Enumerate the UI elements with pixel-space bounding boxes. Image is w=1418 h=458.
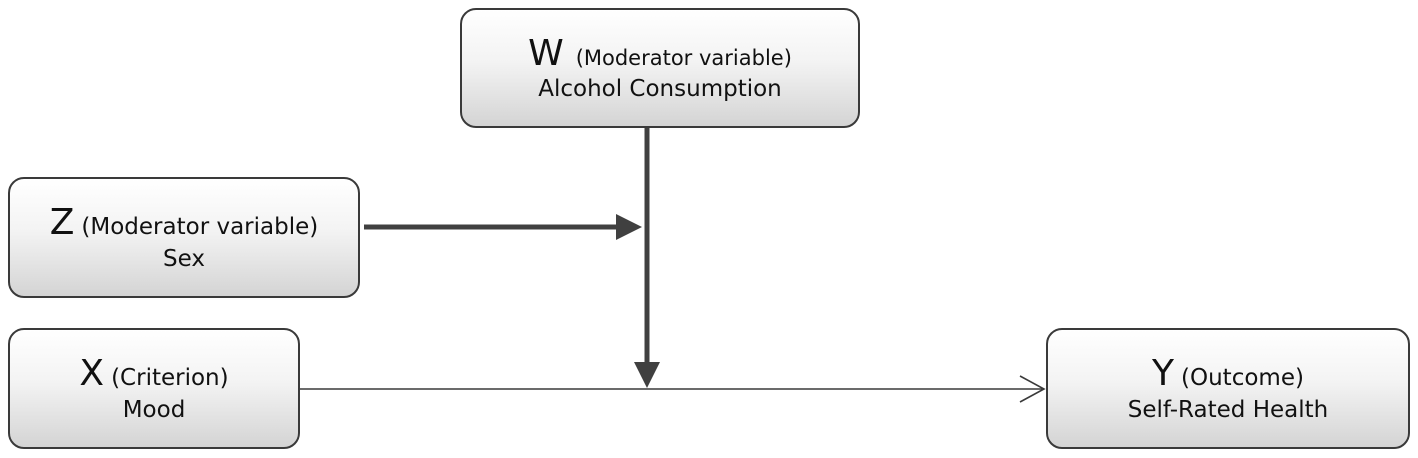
- node-w-role: (Moderator variable): [575, 45, 792, 70]
- node-z-moderator: Z (Moderator variable) Sex: [8, 177, 360, 298]
- node-z-header: Z (Moderator variable): [50, 203, 318, 243]
- node-x-role: (Criterion): [111, 365, 229, 392]
- node-x-criterion: X (Criterion) Mood: [8, 328, 300, 449]
- node-y-letter: Y: [1152, 353, 1175, 395]
- node-y-name: Self-Rated Health: [1127, 396, 1329, 423]
- w-moderation-arrowhead: [634, 362, 660, 388]
- node-z-name: Sex: [163, 245, 205, 272]
- node-w-header: W (Moderator variable): [528, 32, 792, 74]
- node-z-role: (Moderator variable): [81, 214, 319, 241]
- node-x-header: X (Criterion): [79, 354, 228, 394]
- node-y-role: (Outcome): [1181, 365, 1304, 392]
- z-moderation-arrowhead: [616, 214, 642, 240]
- node-y-header: Y (Outcome): [1152, 354, 1304, 394]
- node-w-name: Alcohol Consumption: [538, 76, 782, 103]
- node-y-outcome: Y (Outcome) Self-Rated Health: [1046, 328, 1410, 449]
- x-to-y-arrowhead: [1019, 375, 1046, 403]
- node-w-letter: W: [528, 32, 564, 74]
- node-z-letter: Z: [49, 202, 75, 244]
- node-x-letter: X: [79, 353, 105, 395]
- node-w-moderator: W (Moderator variable) Alcohol Consumpti…: [460, 8, 860, 128]
- node-x-name: Mood: [122, 396, 186, 423]
